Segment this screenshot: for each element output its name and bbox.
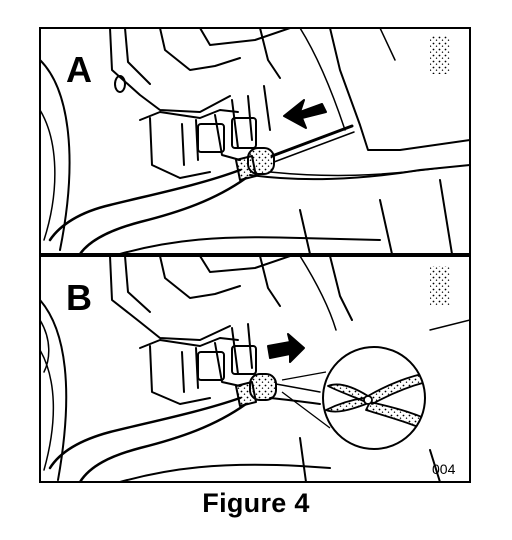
panel-b-sticker	[430, 266, 450, 306]
panel-a-label: A	[66, 49, 92, 90]
pliers-detail-magnifier	[322, 346, 426, 450]
magnifier-leader-lines	[281, 371, 331, 429]
panel-b-border	[39, 255, 471, 483]
figure-caption: Figure 4	[202, 488, 310, 518]
panel-a: A	[39, 27, 471, 255]
figure-code: 004	[432, 461, 456, 477]
panel-a-sticker	[430, 36, 450, 74]
panel-b-label: B	[66, 277, 92, 318]
panel-b-arrow	[267, 333, 305, 363]
panel-a-arrow	[283, 99, 327, 129]
panel-b: B 004	[39, 255, 471, 483]
